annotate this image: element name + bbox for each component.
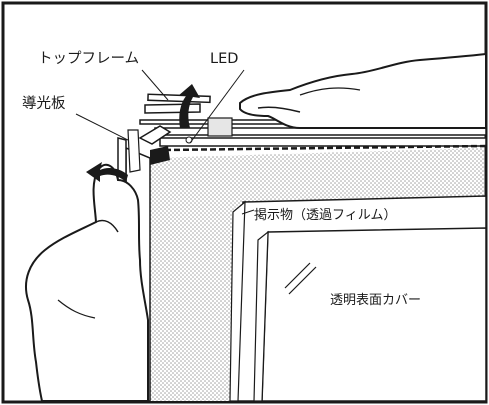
label-poster: 掲示物（透過フィルム） xyxy=(254,207,396,223)
hand-left-icon xyxy=(25,163,149,402)
label-top-frame: トップフレーム xyxy=(38,50,139,67)
pull-arrow-icon xyxy=(86,162,128,182)
transparent-cover xyxy=(253,227,487,402)
leader-lines xyxy=(75,69,255,215)
lift-arrow-icon xyxy=(178,84,200,128)
label-led: LED xyxy=(210,51,238,67)
label-light-guide: 導光板 xyxy=(22,94,66,112)
led-block-icon xyxy=(207,117,233,137)
label-cover: 透明表面カバー xyxy=(330,293,421,308)
hand-top-icon xyxy=(239,52,487,129)
